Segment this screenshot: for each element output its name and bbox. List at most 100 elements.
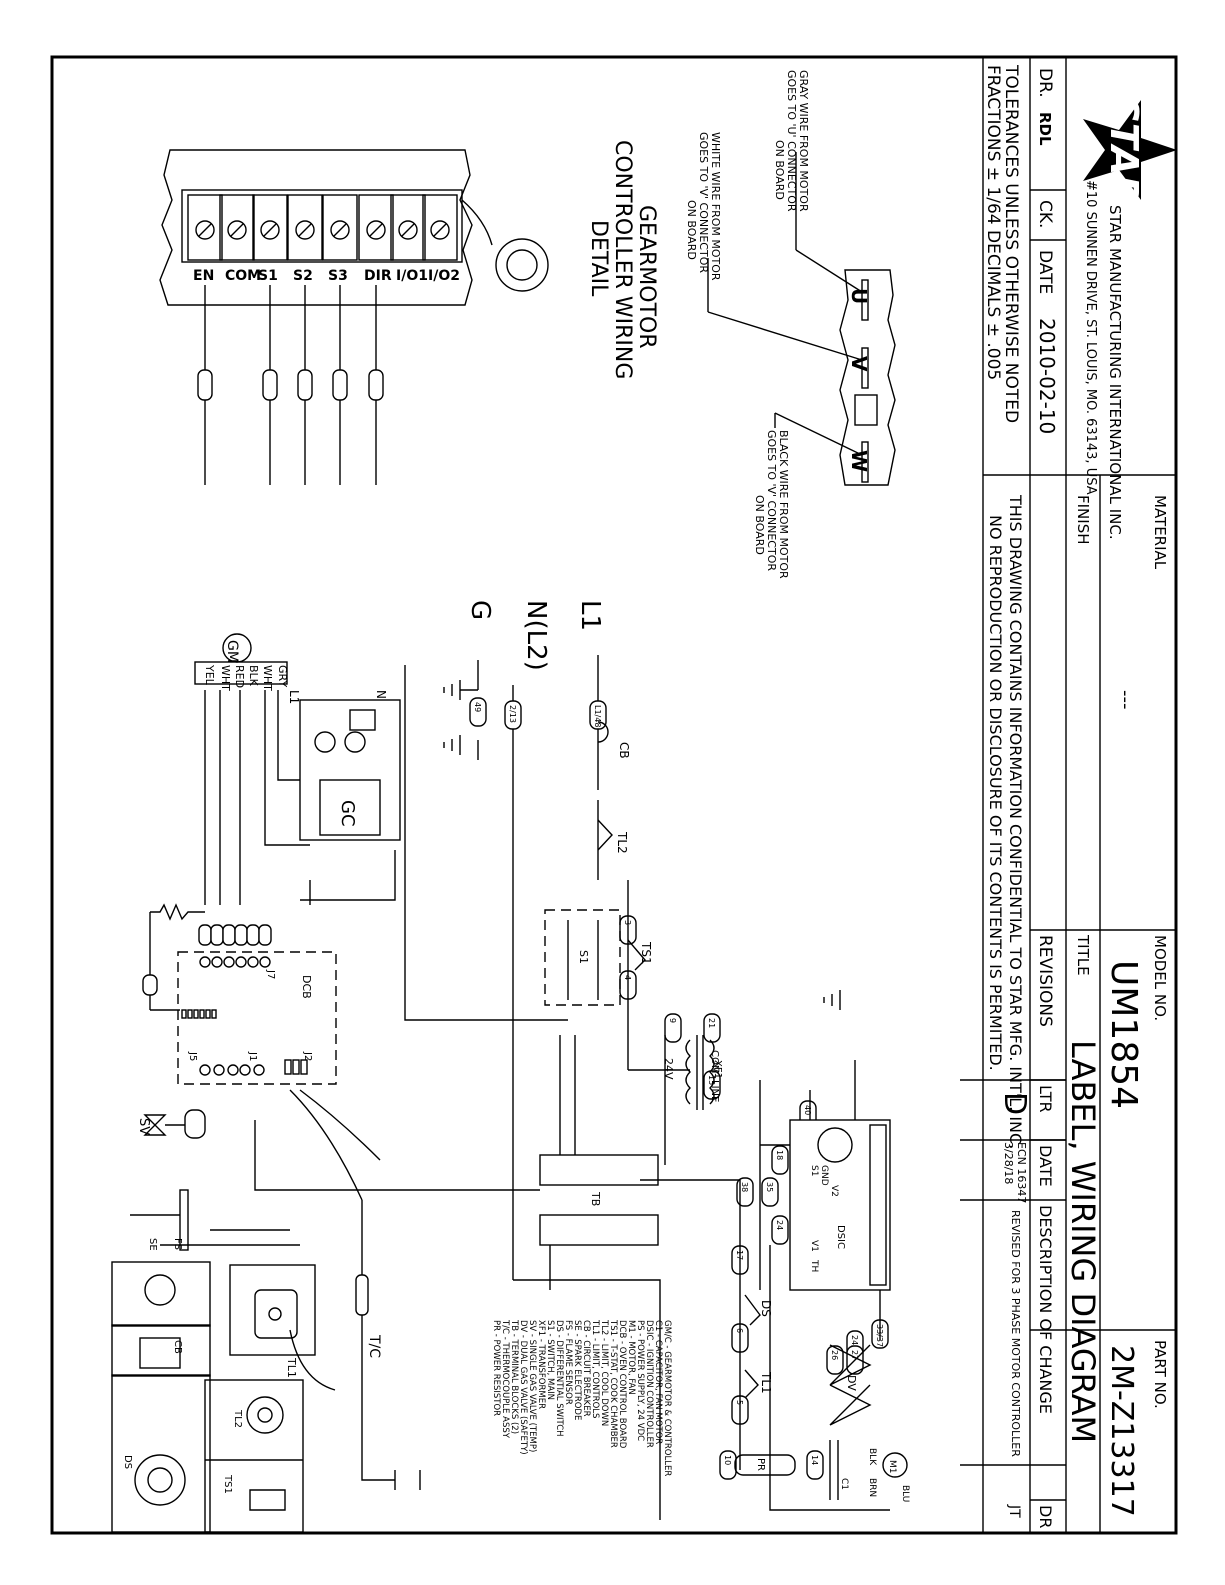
legend-entry: T/C - THERMOCOUPLE ASSY: [500, 1319, 510, 1439]
wire-number: 15: [707, 1075, 716, 1085]
wire-number: 40: [803, 1105, 812, 1115]
pr-label: PR: [755, 1458, 766, 1471]
supply-l1: L1: [575, 600, 605, 631]
wire-number: 27: [850, 1350, 859, 1360]
fs-label: FS: [172, 1238, 183, 1250]
xf1-label: XF1: [712, 1060, 723, 1079]
supply-g: G: [465, 600, 495, 620]
legend-entry: TS1 - T-STAT, COOK CHAMBER: [608, 1319, 618, 1448]
gray-note-line2: GOES TO 'U' CONNECTOR: [785, 70, 798, 212]
wire-number: 21: [707, 1018, 716, 1028]
dsic-v1: V1: [809, 1240, 819, 1252]
terminal-label: S2: [293, 268, 313, 284]
title-label: TITLE: [1074, 934, 1092, 976]
terminal-screw: [398, 220, 418, 240]
legend-entry: M1 - MOTOR, FAN: [626, 1320, 636, 1395]
gc-label: GC: [337, 800, 358, 827]
white-note-line3: ON BOARD: [685, 200, 698, 260]
dsic-s1: S1: [809, 1165, 819, 1176]
dr-label: DR.: [1035, 68, 1055, 98]
legend-entry: SE - SPARK ELECTRODE: [572, 1320, 582, 1420]
component-illustrations: TL1 CB DS TL2 TS1 SE FS: [111, 1189, 336, 1533]
revisions-label: REVISIONS: [1035, 935, 1055, 1027]
tb-label: TB: [589, 1191, 602, 1206]
rev-date-line2: 3/28/18: [1002, 1142, 1015, 1184]
legend-entry: TL1 - LIMIT, CONTROLS: [590, 1319, 600, 1418]
terminal-screw: [295, 220, 315, 240]
legend-entry: PR - POWER RESISTOR: [491, 1320, 501, 1416]
white-note-line2: GOES TO 'V' CONNECTOR: [697, 132, 710, 273]
ground-symbol: [443, 680, 841, 1010]
terminal-label: EN: [193, 268, 214, 284]
terminal-screw: [430, 220, 450, 240]
part-label: PART NO.: [1151, 1340, 1169, 1409]
ds-label: DS: [759, 1300, 773, 1317]
terminal-screw: [195, 220, 215, 240]
title-value: LABEL, WIRING DIAGRAM: [1064, 1040, 1102, 1443]
legend-entry: DSIC - IGNITION CONTROLLER: [644, 1320, 654, 1448]
gm-wire-label: WHT: [261, 665, 274, 691]
wire-number: L1/48: [593, 705, 602, 727]
cb-label: CB: [617, 742, 631, 759]
terminal-label: I/O2: [428, 268, 460, 284]
board-n: N: [374, 690, 388, 699]
connector-v: V: [847, 356, 871, 372]
brn-label: BRN: [867, 1478, 877, 1497]
model-label: MODEL NO.: [1151, 935, 1169, 1021]
terminal-screw: [227, 220, 247, 240]
rev-header-desc: DESCRIPTION OF CHANGE: [1036, 1205, 1055, 1414]
wire-number: 49: [473, 702, 482, 712]
blk-label: BLK: [867, 1448, 877, 1466]
title-block: STAR STAR MANUFACTURING INTERNATIONAL IN…: [960, 57, 1177, 1533]
xf1-transformer: XF1 24V LINE COM: [662, 1035, 723, 1110]
tolerance-line2: FRACTIONS ± 1/64 DECIMALS ± .005: [983, 65, 1003, 380]
se-label: SE: [147, 1238, 158, 1251]
wire-number: 26: [830, 1350, 839, 1360]
legend-entry: FS - FLAME SENSOR: [563, 1320, 573, 1405]
ck-label: CK.: [1035, 200, 1055, 228]
dr-value: RDL: [1036, 112, 1054, 146]
black-note-line2: GOES TO 'V' CONNECTOR: [765, 430, 778, 571]
tc-label: T/C: [366, 1334, 382, 1358]
sheet-border: [50, 55, 1178, 1535]
dcb-board: [177, 951, 337, 1085]
j2-label: J2: [302, 1051, 313, 1061]
tl2-component-label: TL2: [232, 1409, 243, 1428]
finish-label: FINISH: [1074, 495, 1092, 545]
legend-entry: CB - CIRCUIT BREAKER: [581, 1320, 591, 1417]
legend-entry: TB - TERMINAL BLOCKS (2): [509, 1319, 519, 1434]
tl2-label: TL2: [615, 831, 629, 854]
cb-component-label: CB: [172, 1340, 183, 1354]
j7-label: J7: [265, 969, 276, 979]
material-label: MATERIAL: [1151, 495, 1169, 570]
legend-entry: S1 - SWITCH, MAIN: [545, 1320, 555, 1400]
s1-switch-label: S1: [577, 950, 590, 964]
wire-number: 2/13: [508, 705, 517, 723]
terminal-label: S1: [258, 268, 278, 284]
company-name: STAR MANUFACTURING INTERNATIONAL INC.: [1106, 205, 1124, 540]
detail-wires: [197, 285, 384, 485]
blu-label: BLU: [900, 1485, 910, 1502]
xf1-com: COM: [709, 1050, 720, 1073]
terminal-screw: [366, 220, 386, 240]
rev-header-date: DATE: [1036, 1145, 1055, 1187]
legend-entry: DS - DIFFERENTIAL SWITCH: [554, 1320, 564, 1437]
j5-label: J5: [187, 1051, 198, 1061]
rev-header-ltr: LTR: [1036, 1085, 1055, 1113]
terminal-screw: [330, 220, 350, 240]
m1-label: M1: [887, 1460, 897, 1474]
dv-label: DV: [845, 1375, 858, 1391]
dcb-label: DCB: [300, 975, 313, 999]
gm-wire-label: WHT: [219, 665, 232, 691]
legend-entry: PS - POWER SUPPLY, 24 VDC: [635, 1320, 645, 1441]
gm-wire-label: RED: [233, 665, 246, 688]
dsic-gnd: GND: [819, 1165, 829, 1186]
tolerance-line1: TOLERANCES UNLESS OTHERWISE NOTED: [1001, 64, 1021, 423]
tl1-label: TL1: [759, 1371, 773, 1394]
ts1-component-label: TS1: [222, 1474, 233, 1494]
rev-desc: REVISED FOR 3 PHASE MOTOR CONTROLLER: [1009, 1210, 1022, 1457]
legend-entry: DV - DUAL GAS VALVE (SAFETY): [518, 1320, 528, 1455]
gm-wire-label: BLK: [247, 665, 260, 687]
